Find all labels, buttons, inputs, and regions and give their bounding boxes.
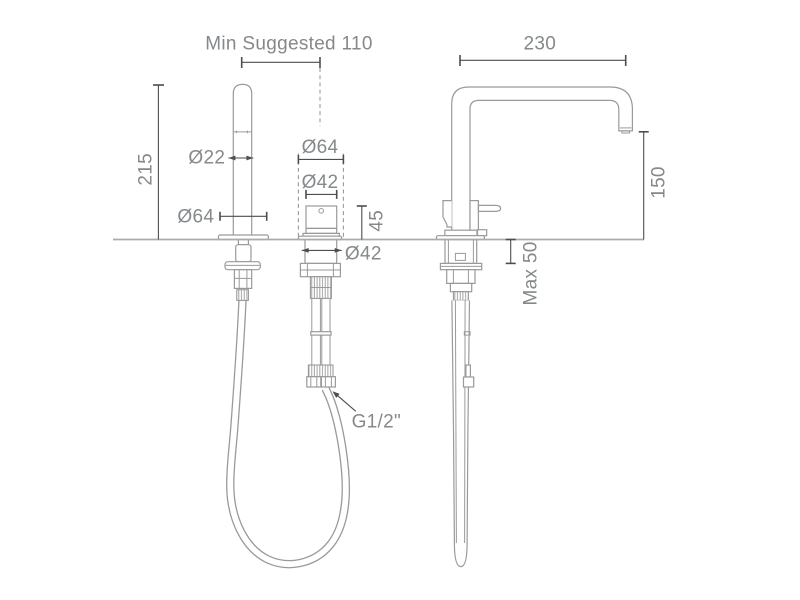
label-mixer-trim-diameter: Ø64 [302,137,339,158]
mixer-control-unit [297,205,343,388]
dimension-mixer-shank-diameter [301,248,342,253]
projection-lines [297,68,344,240]
label-spray-flange-diameter: Ø64 [177,207,214,228]
handle-collar [469,200,479,231]
spout-undercounter-housing [444,239,478,265]
mixer-hose-crimp-lower [307,364,334,378]
spray-mounting-nut [233,269,253,290]
dimension-mixer-trim-diameter [297,154,345,164]
label-spout-reach: 230 [523,34,556,55]
label-spray-height: 215 [135,153,156,186]
hose-tail-band [463,331,471,336]
dimension-spout-outlet-height [638,131,649,240]
spout-hose-crimp [452,291,469,301]
hose-clip-upper [465,364,471,378]
dimension-mixer-body-diameter [305,189,338,199]
hanging-hose-tail [451,300,471,568]
spout-mounting-nut [446,269,476,285]
leader-hose-thread [332,391,357,412]
hose-connector-nut-left [306,376,322,388]
dimension-spray-flange-diameter [219,211,268,221]
label-mixer-height: 45 [367,210,388,232]
label-spray-diameter: Ø22 [188,148,225,169]
label-bench-thickness: Max 50 [521,241,542,305]
dimension-mixer-height [356,205,367,240]
label-mixer-body-diameter: Ø42 [302,172,339,193]
dimension-min-suggested [240,57,321,68]
pull-out-spray-unit [217,83,269,301]
dimension-spray-height [153,84,164,240]
mixer-body [305,205,338,229]
spout-aerator [621,130,631,134]
hose-clip-lower [462,376,475,388]
mixer-shank [304,239,338,265]
label-mixer-shank-diameter: Ø42 [345,244,382,265]
spray-hose-crimp [236,289,249,301]
mixer-tail-band [310,331,332,336]
dimension-spout-reach [459,55,627,66]
label-min-suggested: Min Suggested 110 [205,34,372,55]
pull-out-hose-loop [226,299,351,569]
label-spout-outlet-height: 150 [648,166,669,199]
spout-unit [435,86,633,568]
spray-handle-body [232,83,253,235]
handle-rear-body [442,200,452,228]
handle-lever [477,204,502,212]
mixer-indicator-dot [318,208,325,214]
dimension-spray-diameter [228,155,254,161]
hose-connector-nut-right [320,376,336,388]
label-hose-thread: G1/2" [352,411,401,432]
dimension-bench-thickness [505,238,516,265]
